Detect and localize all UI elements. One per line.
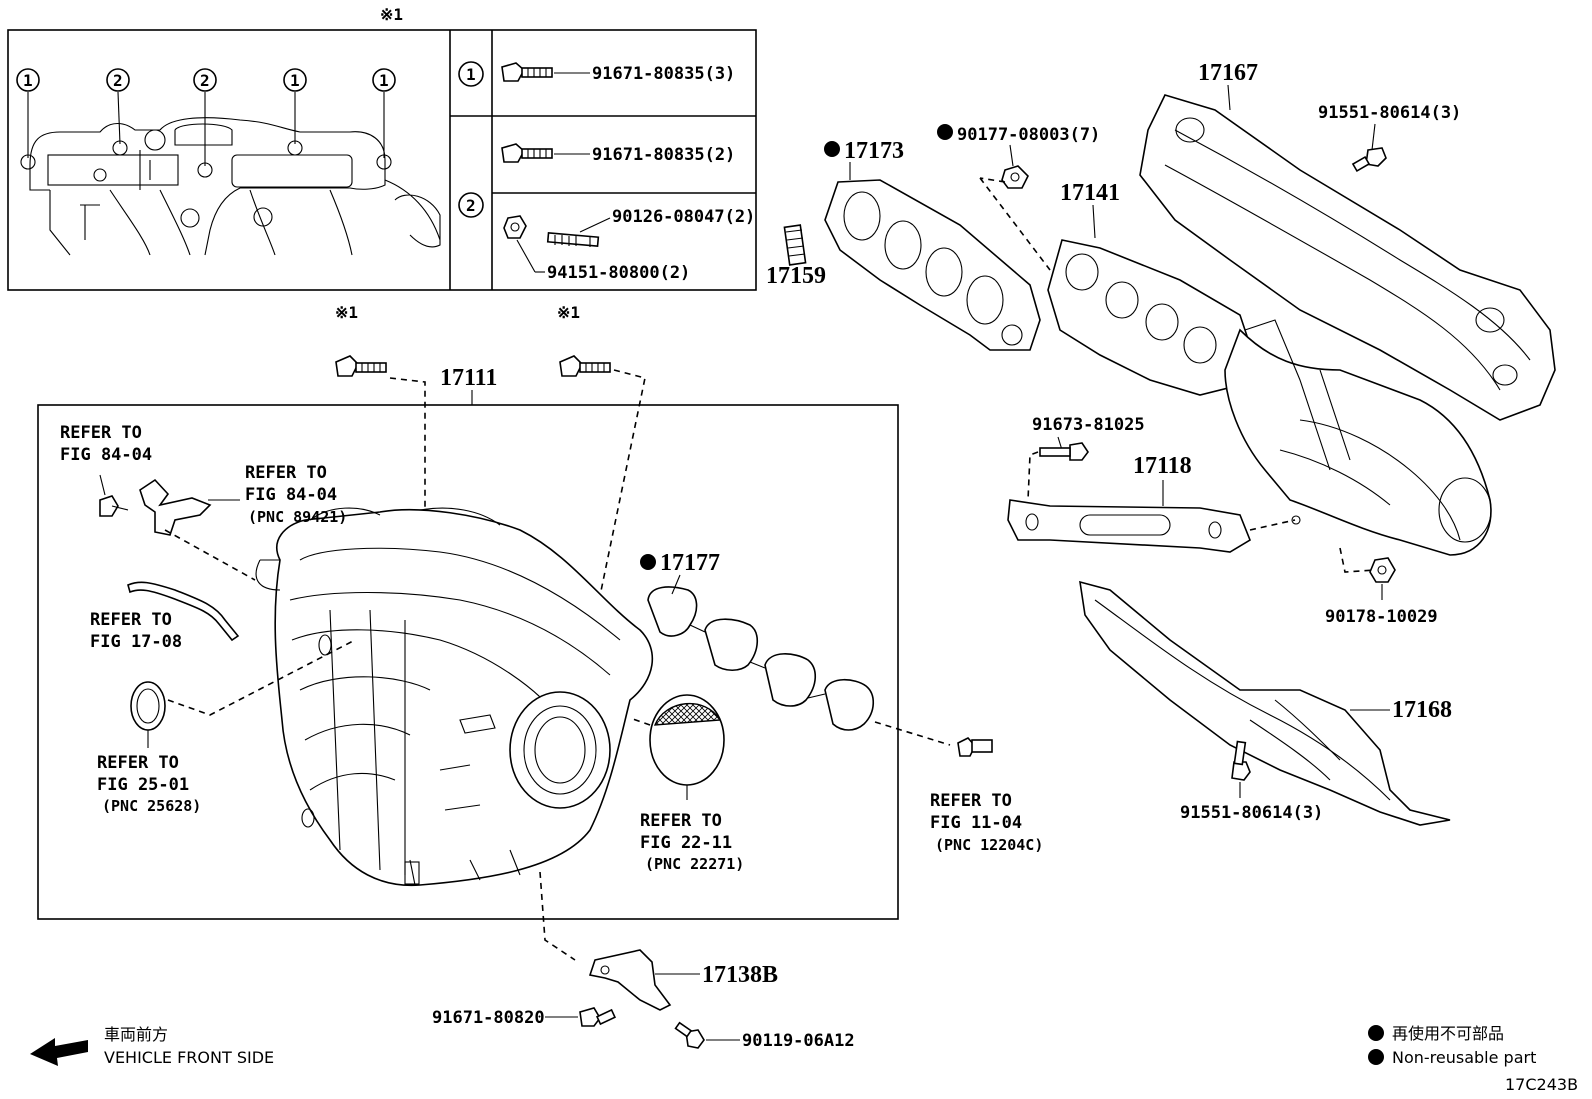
kome-marker-right: ※1 xyxy=(557,303,580,322)
inset-row2-part-c: 94151-80800(2) xyxy=(547,263,690,283)
ref5-pnc: (PNC 22271) xyxy=(645,855,744,873)
bolt-icon xyxy=(559,355,611,377)
ref1-line2: FIG 84-04 xyxy=(60,445,152,465)
inset-key-1: 1 xyxy=(466,65,476,84)
intake-manifold-body xyxy=(255,507,654,887)
bolt-icon xyxy=(501,62,553,82)
ref3-line2: FIG 17-08 xyxy=(90,632,182,652)
ref5-line2: FIG 22-11 xyxy=(640,833,732,853)
ring-gasket-icon xyxy=(130,681,166,731)
inset-row2-part-b: 90126-08047(2) xyxy=(612,207,755,227)
filled-dot-icon xyxy=(1368,1049,1384,1065)
ref6-line2: FIG 11-04 xyxy=(930,813,1022,833)
intake-gasket-17177 xyxy=(647,586,875,731)
part-17177-label: 17177 xyxy=(660,550,720,576)
callout-2-center: 2 xyxy=(200,71,210,90)
callout-2-left: 2 xyxy=(113,71,123,90)
legend-en: Non-reusable part xyxy=(1392,1048,1536,1067)
inset-row1-part: 91671-80835(3) xyxy=(592,64,735,84)
ref4-pnc: (PNC 25628) xyxy=(102,797,201,815)
arrow-left-icon xyxy=(30,1038,88,1066)
part-17138B-label: 17138B xyxy=(702,962,778,988)
bolt-icon xyxy=(674,1021,705,1049)
stud-bolt-icon xyxy=(546,231,600,248)
part-90119-label: 90119-06A12 xyxy=(742,1031,855,1051)
front-label-en: VEHICLE FRONT SIDE xyxy=(104,1048,274,1067)
callout-1-left: 1 xyxy=(23,71,33,90)
part-17159-label: 17159 xyxy=(766,263,826,289)
ref2-line1: REFER TO xyxy=(245,463,327,483)
bolt-icon xyxy=(335,355,387,377)
ref4-line1: REFER TO xyxy=(97,753,179,773)
screen-gasket-icon xyxy=(649,694,725,786)
vehicle-front-indicator: 車両前方 VEHICLE FRONT SIDE xyxy=(30,1025,274,1067)
bolt-icon xyxy=(579,1007,617,1027)
bolt-icon xyxy=(1231,740,1251,781)
inset-box: ※1 xyxy=(7,5,757,291)
part-91551-bottom-label: 91551-80614(3) xyxy=(1180,803,1323,823)
nut-icon xyxy=(1369,557,1396,583)
stud-icon xyxy=(783,224,807,266)
inset-row2-part-a: 91671-80835(2) xyxy=(592,145,735,165)
heat-insulator-17167 xyxy=(1139,94,1556,421)
figure-code: 17C243B xyxy=(1505,1075,1578,1094)
ref2-line2: FIG 84-04 xyxy=(245,485,337,505)
bolt-icon xyxy=(501,143,553,163)
sensor-icon xyxy=(99,478,212,536)
ref6-pnc: (PNC 12204C) xyxy=(935,836,1043,854)
heat-insulator-17168 xyxy=(1079,580,1451,826)
bracket-17138B xyxy=(588,949,672,1011)
ref3-line1: REFER TO xyxy=(90,610,172,630)
inset-key-2: 2 xyxy=(466,196,476,215)
exhaust-gasket-17173 xyxy=(824,179,1041,351)
ref1-line1: REFER TO xyxy=(60,423,142,443)
part-90177-label: 90177-08003(7) xyxy=(957,125,1100,145)
legend-jp: 再使用不可部品 xyxy=(1392,1024,1504,1043)
part-17141-label: 17141 xyxy=(1060,180,1120,206)
part-90178-label: 90178-10029 xyxy=(1325,607,1438,627)
callout-1-right: 1 xyxy=(379,71,389,90)
plug-icon xyxy=(957,737,993,757)
bolt-icon xyxy=(1039,442,1089,461)
part-17168-label: 17168 xyxy=(1392,697,1452,723)
ref4-line2: FIG 25-01 xyxy=(97,775,189,795)
flange-callouts: 1 2 2 1 1 xyxy=(16,68,396,166)
ref5-line1: REFER TO xyxy=(640,811,722,831)
front-label-jp: 車両前方 xyxy=(104,1025,168,1044)
flange-drawing xyxy=(20,117,441,256)
intake-manifold-group: 17111 ※1 ※1 xyxy=(37,303,899,920)
part-91673-label: 91673-81025 xyxy=(1032,415,1145,435)
part-91671-80820-label: 91671-80820 xyxy=(432,1008,545,1028)
kome-marker-left: ※1 xyxy=(335,303,358,322)
legend: 再使用不可部品 Non-reusable part xyxy=(1368,1024,1536,1067)
callout-1-center: 1 xyxy=(290,71,300,90)
bolt-icon xyxy=(1351,147,1387,173)
part-17118-label: 17118 xyxy=(1133,453,1192,479)
part-17173-label: 17173 xyxy=(844,138,904,164)
part-17167-label: 17167 xyxy=(1198,60,1258,86)
exhaust-manifold-17141 xyxy=(1047,239,1492,556)
part-17111-label: 17111 xyxy=(440,365,497,391)
ref6-line1: REFER TO xyxy=(930,791,1012,811)
bracket-17118 xyxy=(1007,499,1251,553)
nut-icon xyxy=(503,215,527,239)
ref2-pnc: (PNC 89421) xyxy=(248,508,347,526)
kome-marker-top: ※1 xyxy=(380,5,403,24)
nut-icon xyxy=(1001,165,1029,189)
part-91551-top-label: 91551-80614(3) xyxy=(1318,103,1461,123)
filled-dot-icon xyxy=(1368,1025,1384,1041)
